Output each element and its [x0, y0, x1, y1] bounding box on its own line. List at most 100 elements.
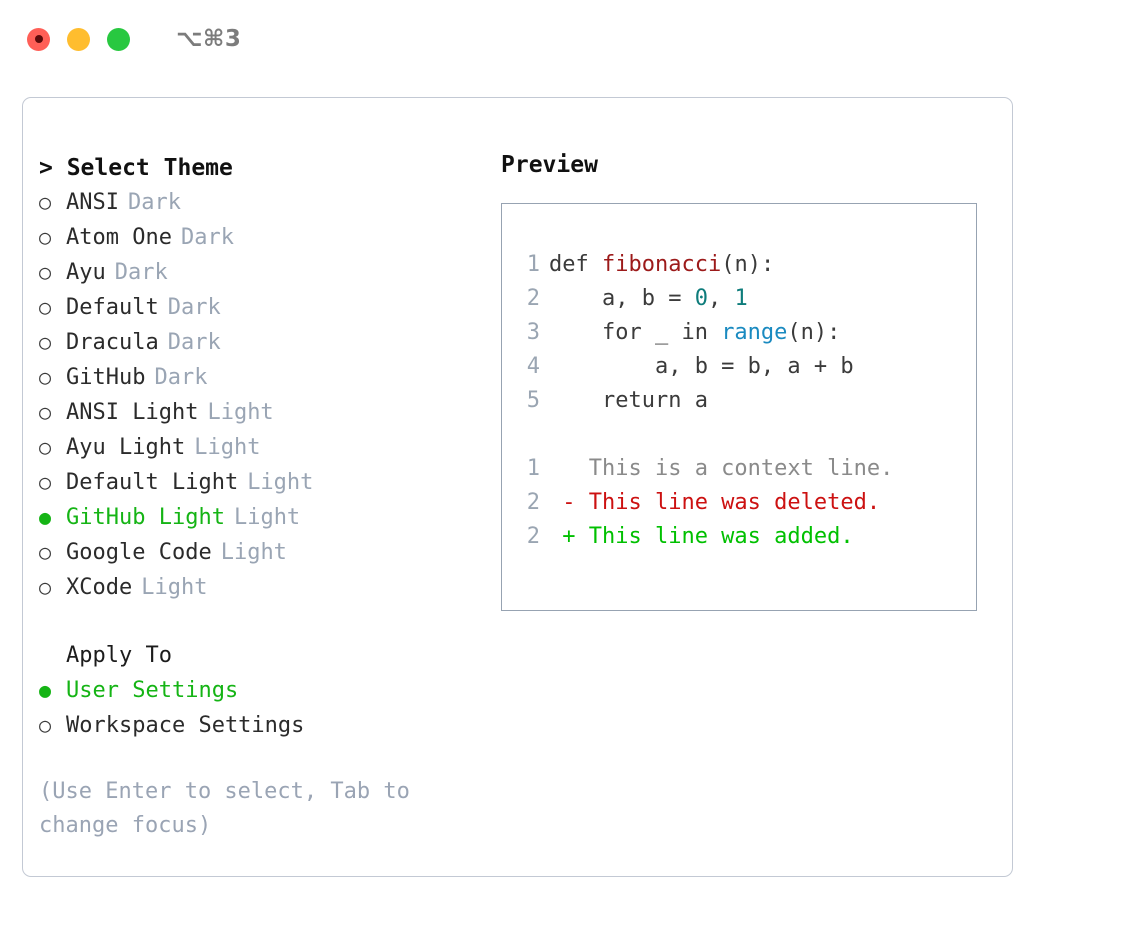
theme-option-badge: Light: [141, 575, 208, 600]
theme-option-ayu-light[interactable]: ○ Ayu Light Light: [39, 430, 479, 465]
preview-title: Preview: [501, 152, 598, 178]
radio-icon: ○: [39, 540, 52, 564]
theme-option-label: Google Code: [66, 540, 212, 565]
theme-option-github-light[interactable]: ● GitHub Light Light: [39, 500, 479, 535]
theme-option-label: Atom One: [66, 225, 172, 250]
apply-to-header: Apply To: [66, 643, 172, 668]
main-panel: > Select Theme ○ ANSI Dark ○ Atom One Da…: [22, 97, 1013, 877]
line-number: 1: [526, 456, 540, 481]
diff-content: This is a context line.: [549, 456, 894, 481]
code-content: a, b = 0, 1: [549, 282, 748, 316]
theme-option-ayu[interactable]: ○ Ayu Dark: [39, 255, 479, 290]
radio-icon: ○: [39, 470, 52, 494]
theme-option-github[interactable]: ○ GitHub Dark: [39, 360, 479, 395]
line-number: 3: [526, 320, 540, 345]
code-token: (n):: [721, 252, 775, 277]
radio-icon: ○: [39, 713, 52, 737]
code-token: return a: [549, 388, 708, 413]
title-bar: ⌥⌘3: [0, 0, 1140, 78]
code-line: 3 for _ in range(n):: [502, 316, 976, 350]
line-number: 2: [526, 286, 540, 311]
radio-icon: ○: [39, 330, 52, 354]
diff-spacer: [502, 418, 976, 452]
line-number: 2: [526, 524, 540, 549]
theme-option-xcode[interactable]: ○ XCode Light: [39, 570, 479, 605]
theme-option-label: Default: [66, 295, 159, 320]
preview-box: 1 def fibonacci(n): 2 a, b = 0, 1 3 for …: [501, 203, 977, 611]
code-content: return a: [549, 384, 708, 418]
close-button[interactable]: [27, 27, 50, 51]
code-token: def: [549, 252, 602, 277]
theme-option-badge: Dark: [167, 295, 221, 320]
theme-option-label: GitHub Light: [66, 505, 225, 530]
theme-option-google-code[interactable]: ○ Google Code Light: [39, 535, 479, 570]
radio-icon: ○: [39, 365, 52, 389]
theme-option-label: Dracula: [66, 330, 159, 355]
theme-option-badge: Dark: [114, 260, 168, 285]
theme-option-badge: Light: [233, 505, 301, 530]
theme-option-badge: Dark: [167, 330, 221, 355]
apply-to-option-user-settings[interactable]: ● User Settings: [39, 673, 479, 708]
keyboard-shortcut-label: ⌥⌘3: [176, 26, 242, 52]
diff-content: + This line was added.: [549, 524, 854, 549]
theme-option-label: Default Light: [66, 470, 239, 495]
code-token: a, b = b, a + b: [549, 354, 854, 379]
radio-icon: ○: [39, 225, 52, 249]
radio-icon: ○: [39, 435, 52, 459]
diff-content: - This line was deleted.: [549, 490, 881, 515]
minimize-button[interactable]: [67, 27, 90, 51]
theme-option-badge: Light: [194, 435, 261, 460]
theme-option-ansi[interactable]: ○ ANSI Dark: [39, 185, 479, 220]
apply-to-option-label: User Settings: [66, 678, 239, 703]
theme-option-label: GitHub: [66, 365, 146, 390]
line-number: 5: [526, 388, 540, 413]
code-token: 0: [694, 286, 708, 311]
theme-option-badge: Light: [220, 540, 287, 565]
keyboard-hint-text: (Use Enter to select, Tab to change focu…: [39, 779, 410, 838]
code-token: (n):: [787, 320, 841, 345]
code-content: for _ in range(n):: [549, 316, 840, 350]
radio-icon: ○: [39, 260, 52, 284]
theme-option-label: ANSI Light: [66, 400, 199, 425]
radio-icon: ○: [39, 295, 52, 319]
radio-selected-icon: ●: [39, 505, 52, 529]
theme-option-ansi-light[interactable]: ○ ANSI Light Light: [39, 395, 479, 430]
code-line: 2 a, b = 0, 1: [502, 282, 976, 316]
code-token: range: [721, 320, 788, 345]
code-content: a, b = b, a + b: [549, 350, 854, 384]
theme-option-badge: Dark: [154, 365, 208, 390]
diff-line-added: 2 + This line was added.: [502, 520, 976, 554]
diff-line-context: 1 This is a context line.: [502, 452, 976, 486]
line-number: 4: [526, 354, 540, 379]
theme-option-atom-one[interactable]: ○ Atom One Dark: [39, 220, 479, 255]
code-token: a, b =: [549, 286, 695, 311]
apply-to-option-workspace-settings[interactable]: ○ Workspace Settings: [39, 708, 479, 743]
radio-selected-icon: ●: [39, 678, 52, 702]
radio-icon: ○: [39, 190, 52, 214]
theme-option-badge: Dark: [127, 190, 181, 215]
radio-icon: ○: [39, 400, 52, 424]
code-line: 1 def fibonacci(n):: [502, 248, 976, 282]
code-token: fibonacci: [601, 252, 722, 277]
theme-option-badge: Dark: [180, 225, 234, 250]
code-content: def fibonacci(n):: [549, 248, 774, 282]
diff-line-deleted: 2 - This line was deleted.: [502, 486, 976, 520]
theme-option-badge: Light: [247, 470, 314, 495]
preview-column: Preview 1 def fibonacci(n): 2 a, b = 0, …: [501, 148, 981, 611]
theme-option-badge: Light: [207, 400, 274, 425]
section-spacer: [39, 605, 479, 639]
radio-icon: ○: [39, 575, 52, 599]
code-token: ,: [707, 286, 735, 311]
traffic-lights: [27, 27, 130, 51]
theme-option-label: Ayu: [66, 260, 106, 285]
code-token: for _ in: [549, 320, 722, 345]
theme-picker-column: > Select Theme ○ ANSI Dark ○ Atom One Da…: [39, 151, 479, 843]
theme-option-default[interactable]: ○ Default Dark: [39, 290, 479, 325]
theme-option-default-light[interactable]: ○ Default Light Light: [39, 465, 479, 500]
code-line: 5 return a: [502, 384, 976, 418]
maximize-button[interactable]: [107, 27, 130, 51]
theme-option-label: XCode: [66, 575, 133, 600]
line-number: 2: [526, 490, 540, 515]
theme-option-dracula[interactable]: ○ Dracula Dark: [39, 325, 479, 360]
